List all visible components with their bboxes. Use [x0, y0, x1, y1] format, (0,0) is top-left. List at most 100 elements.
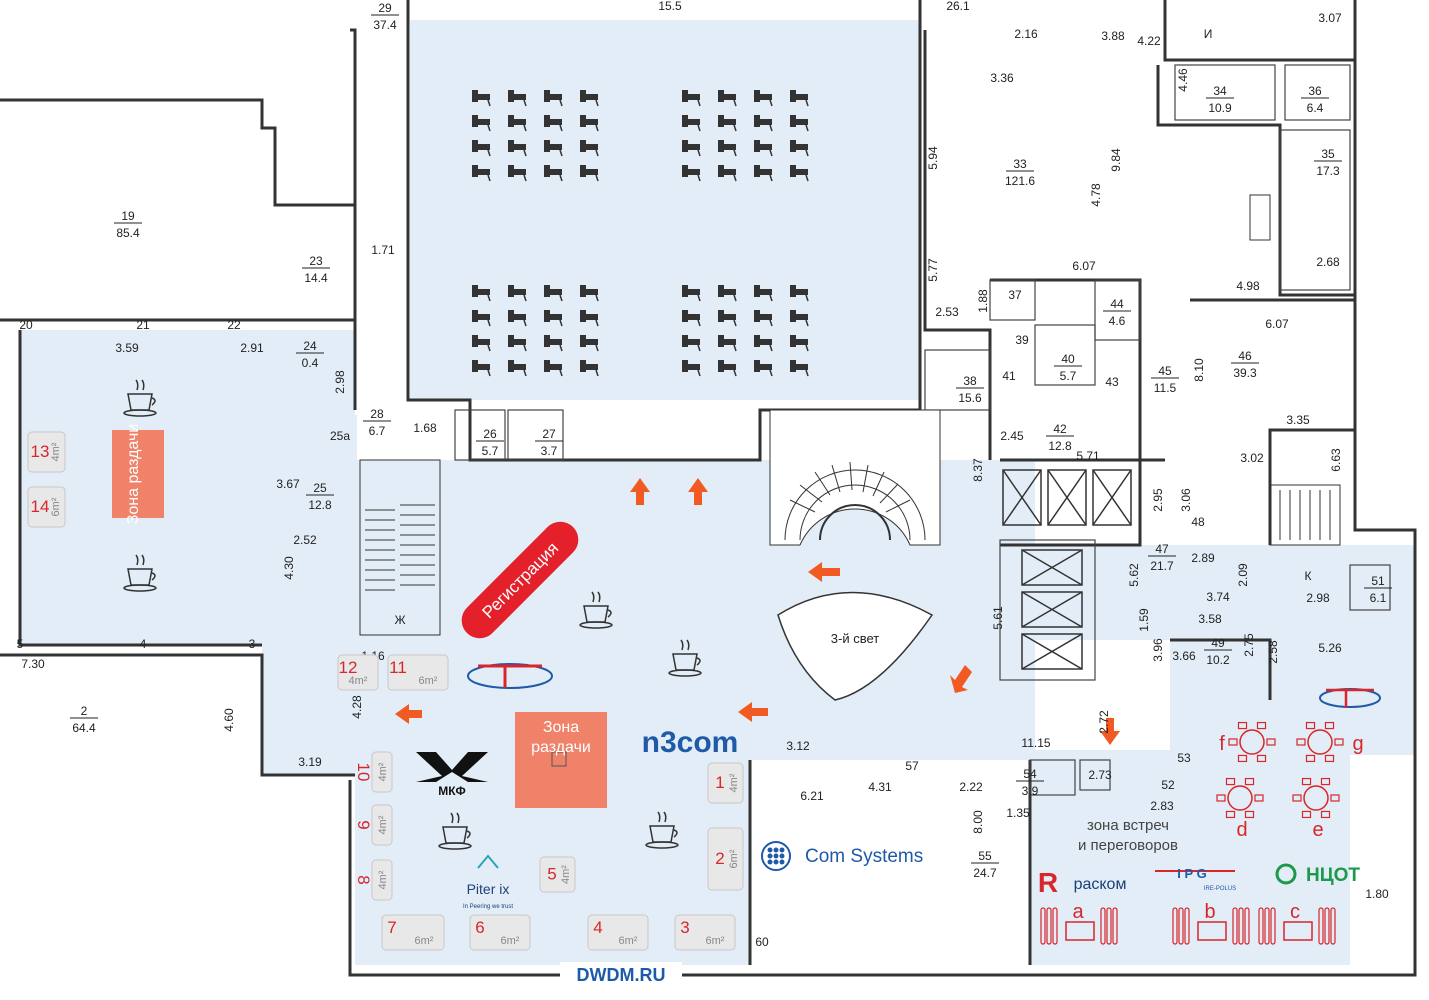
room-number: 51	[1371, 574, 1385, 588]
room-number-label: 4	[140, 637, 147, 651]
dimension-label: 4.98	[1236, 279, 1260, 293]
chair-icon	[718, 310, 737, 327]
room-number: 47	[1155, 542, 1169, 556]
dimension-label: 4.31	[868, 780, 892, 794]
chair-icon	[790, 285, 809, 302]
mkf-logo-text: МКФ	[438, 784, 465, 798]
chair-icon	[754, 140, 773, 157]
meeting-zone: зона встреч и переговоров	[1078, 817, 1178, 854]
chair-icon	[718, 165, 737, 182]
room-labels: 1985.42314.4240.42512.8265.7273.7286.726…	[70, 1, 1392, 880]
room-area: 14.4	[304, 271, 328, 285]
n3com-logo: n3com	[642, 726, 739, 759]
dimension-label: 4.22	[1137, 34, 1161, 48]
room-number: 23	[309, 254, 323, 268]
dimension-label: 5.71	[1076, 449, 1100, 463]
chair-icon	[754, 165, 773, 182]
dimension-label: 4.78	[1089, 183, 1103, 207]
chair-icon	[580, 310, 599, 327]
dwdm-footer-logo: DWDM.RU	[560, 962, 682, 988]
room-number: 29	[378, 1, 392, 15]
booth-number: 14	[31, 497, 50, 516]
chair-icon	[544, 115, 563, 132]
meeting-table-label: e	[1312, 819, 1323, 841]
booth-size: 4m²	[349, 675, 368, 687]
stairs-left	[365, 504, 435, 591]
room-area: 5.7	[1060, 369, 1077, 383]
meeting-table-icon[interactable]: g	[1296, 721, 1364, 763]
room-area: 3.7	[541, 444, 558, 458]
chair-icon	[472, 285, 491, 302]
room-area: 85.4	[116, 226, 140, 240]
booth-number: 2	[715, 849, 724, 868]
meeting-table-icon[interactable]: b	[1172, 901, 1250, 945]
chair-icon	[682, 90, 701, 107]
piterix-logo: Piter ix In Peering we trust	[463, 854, 513, 910]
chair-icon	[718, 335, 737, 352]
raskom-logo: R раском	[1038, 867, 1127, 898]
meeting-table-icon[interactable]: d	[1216, 777, 1264, 841]
com-systems-logo-text: Com Systems	[805, 846, 923, 867]
room-number-label: 22	[227, 318, 241, 332]
dimension-label: 5.62	[1127, 563, 1141, 587]
room-number-label: 21	[136, 318, 150, 332]
dimension-label: 2.53	[935, 305, 959, 319]
room-number-label: Ж	[394, 613, 405, 627]
meeting-table-icon[interactable]: c	[1258, 901, 1336, 945]
room-number: 42	[1053, 422, 1067, 436]
room-label: 264.4	[70, 704, 98, 735]
chair-grid	[472, 90, 809, 377]
meeting-table-label: d	[1236, 819, 1247, 841]
room-area: 6.7	[369, 424, 386, 438]
booth-size: 6m²	[619, 935, 638, 947]
chair-icon	[682, 360, 701, 377]
meeting-zone-line1: зона встреч	[1087, 817, 1169, 834]
chair-icon	[544, 140, 563, 157]
chair-icon	[580, 335, 599, 352]
room-area: 17.3	[1316, 164, 1340, 178]
meeting-table-icon[interactable]: e	[1292, 777, 1340, 841]
dimension-label: 2.52	[293, 533, 317, 547]
room-area: 64.4	[72, 721, 96, 735]
chair-icon	[754, 360, 773, 377]
room-number: 54	[1023, 767, 1037, 781]
room-number: 19	[121, 209, 135, 223]
dimension-label: 5.94	[926, 146, 940, 170]
chair-icon	[754, 115, 773, 132]
booth-number: 8	[354, 875, 373, 884]
meeting-table-icon[interactable]: f	[1219, 721, 1276, 763]
room-number: 40	[1061, 352, 1075, 366]
booth-number: 7	[387, 918, 396, 937]
room-area: 10.2	[1206, 653, 1230, 667]
com-systems-logo: Com Systems	[761, 841, 923, 871]
chair-icon	[508, 90, 527, 107]
room-area: 10.9	[1208, 101, 1232, 115]
ipg-logo-tagline: IRE-POLUS	[1204, 886, 1236, 892]
meeting-table-icon[interactable]: a	[1040, 901, 1118, 945]
room-number-label: 53	[1177, 751, 1191, 765]
chair-icon	[472, 310, 491, 327]
meeting-table-label: g	[1352, 733, 1363, 755]
meeting-table-label: f	[1219, 733, 1225, 755]
room-label: 543.9	[1016, 767, 1044, 798]
room-area: 6.1	[1370, 591, 1387, 605]
room-area: 121.6	[1005, 174, 1035, 188]
room-area: 37.4	[373, 18, 397, 32]
